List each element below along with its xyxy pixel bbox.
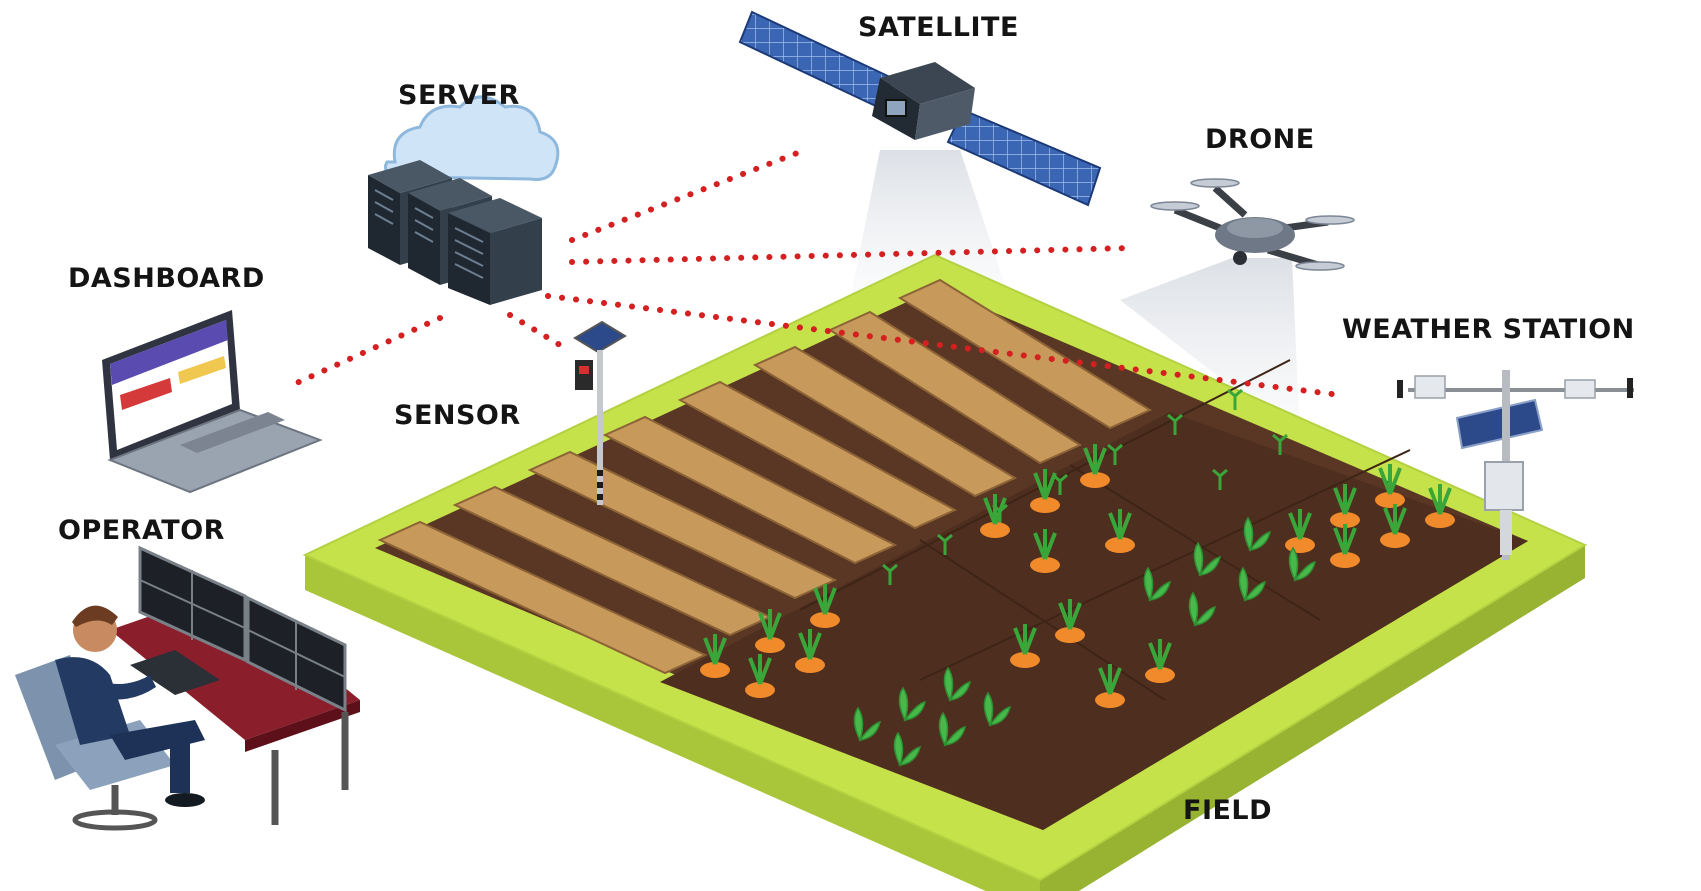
carrot — [700, 634, 730, 678]
field-border-side-left — [305, 555, 1040, 891]
person — [55, 605, 205, 807]
link-server-sensor — [507, 312, 568, 351]
satellite-right-panel — [946, 108, 1102, 207]
monitors — [138, 545, 347, 713]
seedling — [1212, 468, 1228, 490]
leafy-plant — [898, 686, 927, 723]
carrot — [1330, 524, 1360, 568]
leafy-plant — [1288, 546, 1317, 583]
satellite-body-side — [915, 88, 975, 140]
server — [368, 95, 560, 305]
carrot — [1080, 444, 1110, 488]
keyboard — [130, 650, 220, 695]
carrot — [1030, 469, 1060, 513]
label-server: SERVER — [398, 80, 520, 111]
drone — [1150, 178, 1355, 271]
sensor — [573, 320, 627, 505]
drone-rotors — [1150, 178, 1355, 271]
sensor-box — [575, 360, 593, 390]
leafy-plants — [853, 516, 1317, 768]
furrow-bed — [377, 520, 708, 675]
carrot — [1010, 624, 1040, 668]
label-drone: DRONE — [1205, 124, 1315, 155]
carrot — [795, 629, 825, 673]
carrot — [1095, 664, 1125, 708]
satellite-lens — [885, 99, 907, 117]
seedling — [937, 533, 953, 555]
link-server-weather-station — [545, 293, 1343, 398]
cloud-icon — [384, 95, 560, 181]
satellite-beam — [850, 150, 1010, 300]
carrot — [1145, 639, 1175, 683]
dashboard — [102, 310, 323, 494]
drone-camera — [1233, 251, 1247, 265]
leafy-plant — [943, 666, 972, 703]
seedling — [1227, 388, 1243, 410]
link-server-satellite — [569, 147, 808, 243]
leafy-plant — [893, 731, 922, 768]
carrot — [1380, 504, 1410, 548]
sensor-solar-panel — [573, 320, 627, 354]
carrot — [1375, 464, 1405, 508]
furrow-bed — [827, 310, 1083, 465]
label-sensor: SENSOR — [394, 400, 521, 431]
carrot — [980, 494, 1010, 538]
label-weather-station: WEATHER STATION — [1342, 314, 1635, 345]
leafy-plant — [983, 691, 1012, 728]
carrot — [1055, 599, 1085, 643]
label-operator: OPERATOR — [58, 515, 225, 546]
carrot — [1425, 484, 1455, 528]
seedling — [1272, 433, 1288, 455]
leafy-plant — [1143, 566, 1172, 603]
carrot — [1330, 484, 1360, 528]
server-rack — [374, 189, 542, 305]
satellite-body-top — [880, 62, 975, 104]
label-dashboard: DASHBOARD — [68, 263, 265, 294]
weather-station — [1397, 370, 1634, 560]
carrot — [745, 654, 775, 698]
leafy-plant — [1243, 516, 1272, 553]
leafy-plant — [938, 711, 967, 748]
label-satellite: SATELLITE — [858, 12, 1019, 43]
leafy-plant — [1238, 566, 1267, 603]
furrow-bed — [752, 345, 1018, 498]
furrow-bed — [527, 450, 838, 600]
satellite — [738, 10, 1102, 207]
furrow-beds — [377, 278, 1153, 675]
leafy-plant — [853, 706, 882, 743]
laptop-base — [107, 408, 323, 494]
leafy-plant — [1188, 591, 1217, 628]
link-server-dashboard — [287, 315, 443, 389]
drone-beam — [1120, 258, 1300, 440]
logger-box — [1484, 461, 1524, 511]
furrow-bed — [602, 415, 898, 565]
solar-panel — [1455, 398, 1544, 450]
carrot — [755, 609, 785, 653]
data-links — [287, 147, 1343, 398]
carrot — [810, 584, 840, 628]
link-server-drone — [569, 245, 1133, 265]
field-border-side-right — [1040, 545, 1585, 891]
label-field: FIELD — [1183, 795, 1273, 826]
carrot — [1105, 509, 1135, 553]
field — [302, 253, 1588, 891]
carrot — [1030, 529, 1060, 573]
seedling — [882, 563, 898, 585]
operator — [15, 545, 360, 831]
furrow-bed — [677, 380, 958, 530]
leafy-plant — [1193, 541, 1222, 578]
seedling — [1107, 443, 1123, 465]
seedling — [1167, 413, 1183, 435]
